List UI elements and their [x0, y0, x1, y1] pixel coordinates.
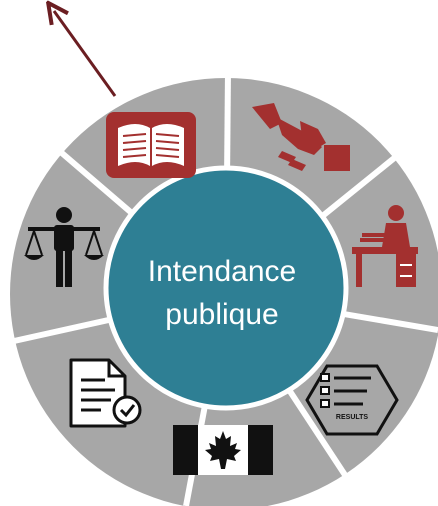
results-label: RESULTS [336, 414, 368, 421]
center-circle [103, 165, 349, 411]
person-at-desk-icon [352, 205, 418, 287]
center-title-line-2: publique [165, 298, 278, 331]
balance-scale-person-icon [24, 207, 104, 287]
results-checklist-icon: RESULTS [305, 364, 399, 436]
document-check-icon [69, 358, 142, 428]
open-book-icon [106, 112, 196, 178]
center-title-line-1: Intendance [148, 255, 296, 288]
canada-flag-icon [173, 425, 273, 475]
exit-arrow [54, 11, 117, 97]
handshake-icon [252, 103, 350, 171]
